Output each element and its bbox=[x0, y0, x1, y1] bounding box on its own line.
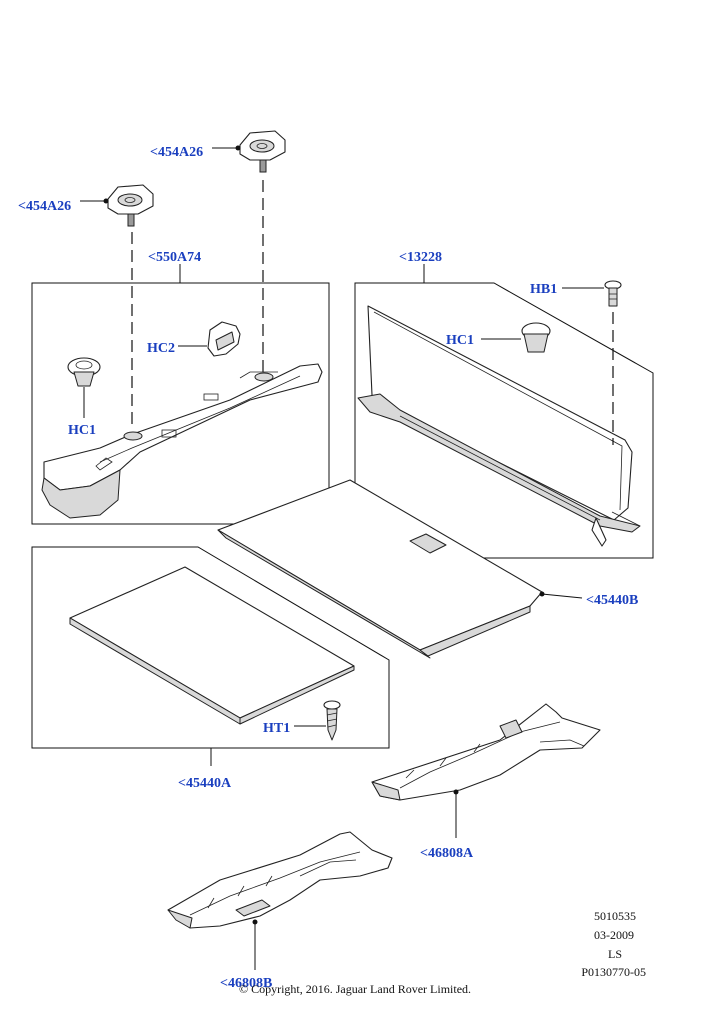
ht1-screw-part bbox=[323, 700, 341, 741]
hc1-plug-right bbox=[521, 322, 551, 353]
callout-clip-left[interactable]: <454A26 bbox=[18, 199, 71, 214]
cover-a-part bbox=[69, 566, 355, 725]
callout-left-trim[interactable]: <550A74 bbox=[148, 250, 201, 265]
left-trim-part bbox=[41, 363, 323, 519]
clip-part-upper bbox=[239, 130, 286, 173]
meta-number: 5010535 bbox=[594, 909, 636, 923]
callout-hc1-left[interactable]: HC1 bbox=[68, 423, 96, 438]
callout-cover-a[interactable]: <45440A bbox=[178, 776, 232, 791]
callout-bracket-upper[interactable]: <46808A bbox=[420, 846, 474, 861]
frame-cover-a bbox=[31, 546, 390, 749]
hc2-clip-part bbox=[207, 321, 241, 357]
bracket-lower-part bbox=[167, 831, 393, 929]
cover-b-part bbox=[217, 479, 543, 659]
bracket-upper-part bbox=[371, 703, 601, 801]
leader-cover-b bbox=[541, 593, 583, 599]
callout-hb1[interactable]: HB1 bbox=[530, 282, 557, 297]
copyright-text: © Copyright, 2016. Jaguar Land Rover Lim… bbox=[239, 982, 471, 996]
callout-hc1-right[interactable]: HC1 bbox=[446, 333, 474, 348]
callout-clip-upper[interactable]: <454A26 bbox=[150, 145, 203, 160]
right-panel-part bbox=[357, 305, 641, 547]
meta-model: LS bbox=[608, 947, 622, 961]
callout-ht1[interactable]: HT1 bbox=[263, 721, 290, 736]
callout-cover-b[interactable]: <45440B bbox=[586, 593, 638, 608]
meta-ref: P0130770-05 bbox=[581, 965, 646, 979]
callout-hc2[interactable]: HC2 bbox=[147, 341, 175, 356]
meta-date: 03-2009 bbox=[594, 928, 634, 942]
hc1-plug-left bbox=[67, 357, 101, 387]
callout-bracket-lower[interactable]: <46808B bbox=[220, 976, 272, 991]
clip-part-left bbox=[107, 184, 154, 227]
callout-right-panel[interactable]: <13228 bbox=[399, 250, 442, 265]
hb1-bolt-part bbox=[604, 280, 622, 307]
